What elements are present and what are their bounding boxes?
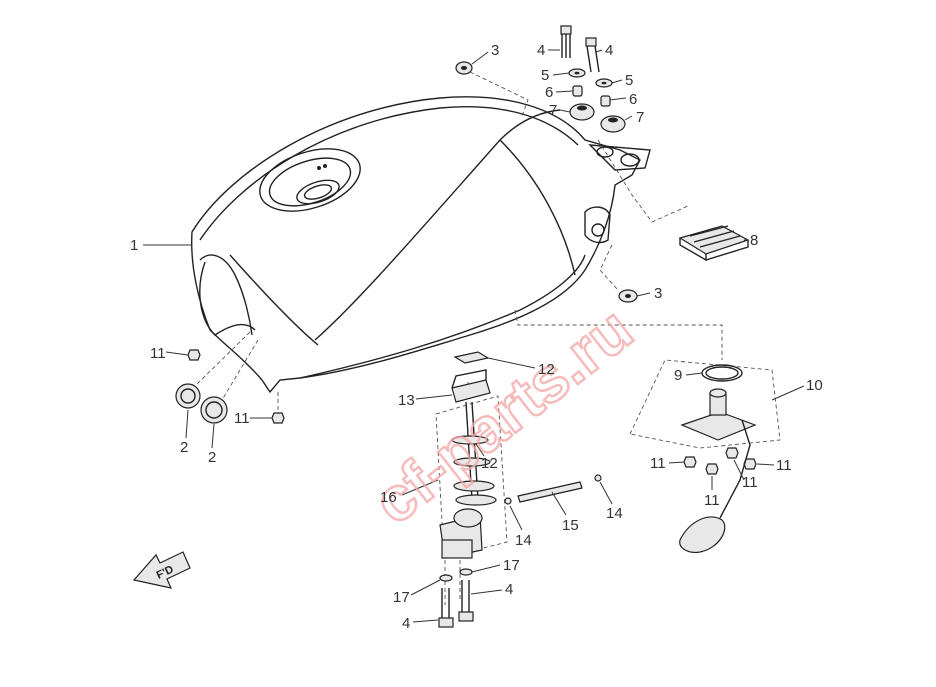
callout-4: 4 (605, 42, 613, 59)
callout-labels: 1 2 2 3 3 4 4 4 4 5 5 6 6 7 7 8 9 10 11 … (130, 42, 823, 632)
callout-1: 1 (130, 237, 138, 254)
callout-11: 11 (704, 492, 720, 509)
callout-14: 14 (606, 505, 623, 522)
callout-5: 5 (625, 72, 633, 89)
fuel-hose (504, 474, 602, 505)
callout-2: 2 (180, 439, 188, 456)
callout-17: 17 (393, 589, 410, 606)
callout-2: 2 (208, 449, 216, 466)
callout-7: 7 (549, 102, 557, 119)
callout-3: 3 (654, 285, 662, 302)
watermark-text: cf-parts.ru (361, 295, 645, 538)
callout-11: 11 (742, 474, 758, 491)
bolt-left (560, 25, 572, 58)
callout-7: 7 (636, 109, 644, 126)
callout-11: 11 (650, 455, 666, 472)
callout-9: 9 (674, 367, 682, 384)
callout-13: 13 (398, 392, 415, 409)
callout-5: 5 (541, 67, 549, 84)
callout-11: 11 (150, 345, 166, 362)
rubber-bushes (175, 383, 228, 424)
fuel-level-sender (679, 364, 757, 553)
callout-12: 12 (481, 455, 498, 472)
callout-8: 8 (750, 232, 758, 249)
callout-4: 4 (505, 581, 513, 598)
fuel-tank (190, 96, 651, 394)
callout-4: 4 (537, 42, 545, 59)
fuel-pump-assembly (438, 351, 497, 628)
callout-6: 6 (545, 84, 553, 101)
nuts (187, 349, 757, 475)
guide-lines (195, 71, 781, 605)
callout-16: 16 (380, 489, 397, 506)
callout-3: 3 (491, 42, 499, 59)
callout-12: 12 (538, 361, 555, 378)
callout-14: 14 (515, 532, 532, 549)
leader-lines (143, 49, 805, 623)
front-direction-arrow: F'D (132, 551, 191, 589)
callout-17: 17 (503, 557, 520, 574)
callout-15: 15 (562, 517, 579, 534)
callout-10: 10 (806, 377, 823, 394)
tank-bracket (678, 225, 750, 262)
callout-11: 11 (776, 457, 792, 474)
callout-11: 11 (234, 410, 250, 427)
bolt-right (585, 37, 600, 73)
callout-4: 4 (402, 615, 410, 632)
callout-6: 6 (629, 91, 637, 108)
